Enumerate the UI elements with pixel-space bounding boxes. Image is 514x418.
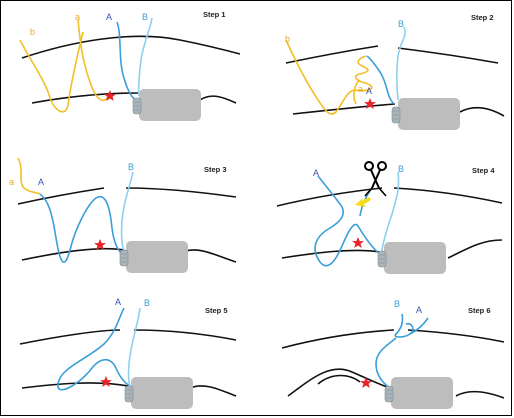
- lower-tissue-line-right: [189, 385, 237, 397]
- step-6-panel: Step 6 B A: [281, 299, 505, 410]
- label-a-yellow: a: [75, 12, 80, 22]
- upper-tissue-line-right: [125, 187, 237, 198]
- thread-a-blue: [314, 175, 381, 267]
- step-6-title: Step 6: [468, 306, 491, 315]
- lower-tissue-line-fold: [317, 374, 361, 385]
- thread-a-yellow: [17, 157, 41, 195]
- thread-blue-knot: [394, 313, 414, 338]
- label-b-blue: B: [142, 12, 148, 22]
- thread-b-yellow: [19, 31, 84, 113]
- label-a-blue: A: [416, 305, 422, 315]
- step-3-panel: Step 3 a A B: [9, 157, 237, 274]
- device: [119, 240, 189, 274]
- label-b-blue: B: [394, 299, 400, 309]
- step-3-title: Step 3: [204, 165, 227, 174]
- upper-tissue-line: [19, 329, 121, 345]
- thread-b-blue: [120, 171, 134, 251]
- step-2-title: Step 2: [471, 13, 494, 22]
- upper-tissue-line: [21, 35, 241, 59]
- step-5-title: Step 5: [205, 306, 228, 315]
- step-5-panel: Step 5 A B: [19, 297, 237, 410]
- label-b-blue: B: [398, 164, 404, 174]
- thread-b-blue: [381, 171, 400, 253]
- device: [132, 88, 202, 122]
- lower-tissue-line: [281, 249, 381, 259]
- lower-tissue-line: [31, 92, 139, 104]
- label-a-yellow: a: [358, 84, 363, 94]
- thread-a-blue: [57, 307, 131, 391]
- step-1-panel: Step 1 b a A B: [19, 10, 241, 122]
- lower-tissue-line: [287, 368, 391, 397]
- label-a-blue: A: [38, 177, 44, 187]
- label-b-blue: B: [398, 19, 404, 29]
- step-2-panel: Step 2 b a A B: [285, 13, 505, 131]
- upper-tissue-line-right: [393, 187, 503, 204]
- step-4-panel: Step 4 A B: [276, 161, 503, 275]
- device: [377, 241, 447, 275]
- thread-a-yellow-tail: [353, 79, 361, 105]
- target-star: [360, 377, 372, 388]
- lower-tissue-line-right: [459, 106, 505, 117]
- device: [124, 376, 194, 410]
- thread-a-blue: [409, 317, 429, 335]
- step-4-title: Step 4: [472, 166, 495, 175]
- label-a-blue: A: [115, 297, 121, 307]
- thread-b-yellow: [285, 39, 373, 115]
- lower-tissue-line-right: [455, 390, 505, 399]
- thread-a-blue: [116, 21, 137, 101]
- label-a-blue: A: [106, 12, 112, 22]
- thread-b-blue: [137, 17, 153, 97]
- thread-b-blue: [127, 307, 141, 387]
- thread-b-blue: [396, 26, 406, 101]
- upper-tissue-line: [17, 187, 105, 205]
- target-star: [100, 376, 112, 387]
- step-1-title: Step 1: [203, 10, 226, 19]
- label-b-yellow: b: [30, 27, 35, 37]
- scissors-icon: [364, 161, 387, 197]
- lower-tissue-line-right: [185, 249, 237, 263]
- thread-blue-descending: [375, 337, 397, 389]
- upper-tissue-line: [281, 329, 395, 349]
- label-b-yellow: b: [285, 34, 290, 44]
- upper-tissue-line-right: [133, 329, 237, 341]
- thread-a-blue: [39, 193, 123, 263]
- lower-tissue-line: [21, 247, 125, 261]
- label-a-blue: A: [366, 86, 372, 96]
- upper-tissue-line: [285, 45, 379, 64]
- device: [384, 376, 454, 410]
- thread-a-blue: [366, 55, 395, 105]
- arrow-icon: [355, 197, 371, 207]
- label-b-blue: B: [128, 162, 134, 172]
- label-a-blue: A: [313, 168, 319, 178]
- lower-tissue-line-right: [447, 239, 503, 259]
- thread-a-yellow: [77, 19, 109, 102]
- target-star: [352, 237, 364, 248]
- device: [391, 97, 461, 131]
- upper-tissue-line-right: [397, 47, 499, 64]
- label-a-yellow: a: [9, 177, 14, 187]
- upper-tissue-line-right: [407, 329, 505, 343]
- lower-tissue-line: [292, 103, 396, 115]
- lower-tissue-line-right: [199, 95, 237, 104]
- label-b-blue: B: [144, 298, 150, 308]
